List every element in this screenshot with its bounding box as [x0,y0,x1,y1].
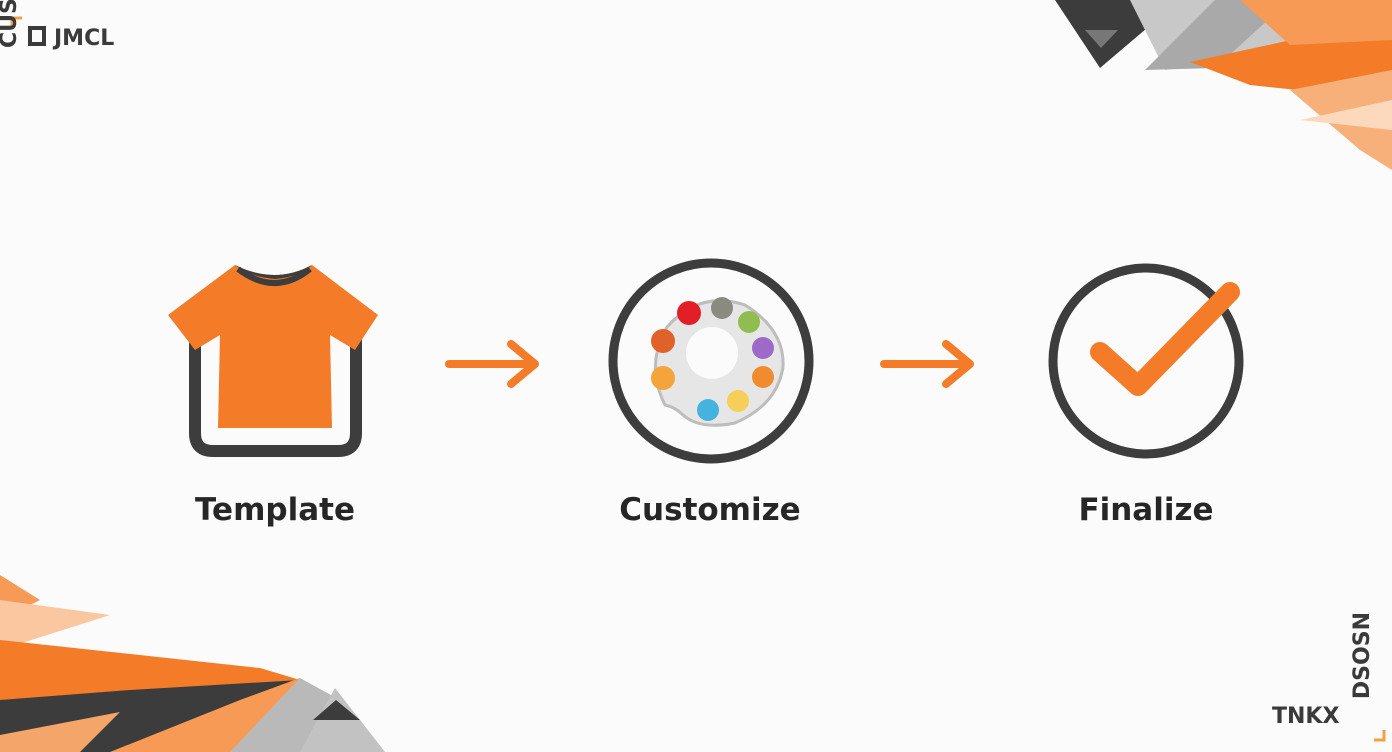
brand-top-vertical-text: CUSO [0,0,22,48]
step-label-finalize: Finalize [1078,492,1214,528]
arrow-right-icon [445,340,539,388]
palette-icon [608,258,814,464]
arrow-right-icon [880,340,974,388]
tshirt-icon [168,265,378,457]
check-circle-icon [1048,263,1244,459]
brand-bottom-vertical-text: DSOSN [1350,612,1375,700]
brand-bottom-text: TNKX [1272,704,1340,729]
step-label-customize: Customize [619,492,801,528]
step-label-template: Template [195,492,355,528]
brand-top-text: JMCL [54,26,115,51]
